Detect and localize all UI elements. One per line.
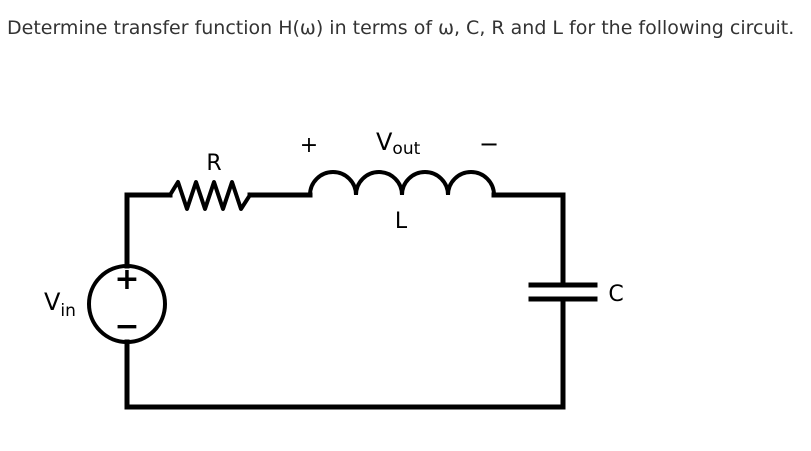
inductor-label: L xyxy=(395,209,408,234)
voltage-source xyxy=(87,264,167,344)
output-plus-sign: + xyxy=(300,133,318,158)
wire-left-top xyxy=(124,192,173,269)
inductor-coils xyxy=(307,170,497,198)
question-text: Determine transfer function H(ω) in term… xyxy=(7,17,795,39)
source-plus-sign: + xyxy=(114,262,139,297)
resistor-zigzag xyxy=(167,180,253,211)
source-minus-sign: − xyxy=(114,309,139,344)
source-label: Vin xyxy=(44,288,76,321)
capacitor-label: C xyxy=(608,282,623,307)
wire-bottom xyxy=(124,296,566,410)
resistor-label: R xyxy=(206,151,221,176)
wire-right-top xyxy=(491,192,566,288)
output-minus-sign: − xyxy=(479,130,499,158)
output-label: Vout xyxy=(376,128,421,159)
